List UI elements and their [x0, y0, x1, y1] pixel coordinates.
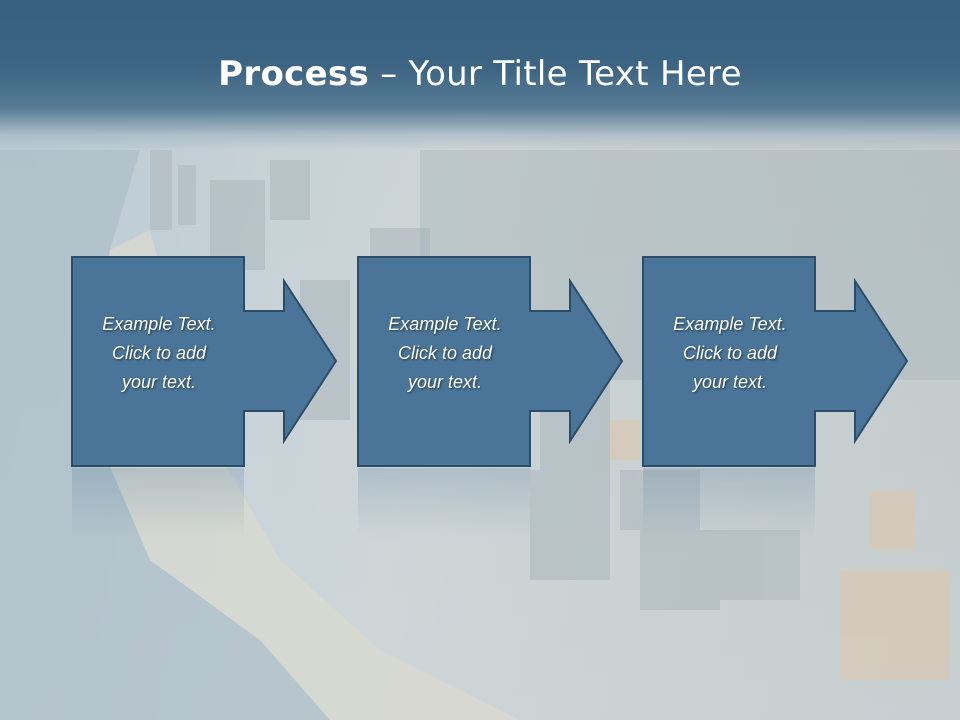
step-text-line2: Click to add [682, 343, 778, 363]
step-text[interactable]: Example Text. Click to add your text. [359, 310, 531, 397]
arrow-shape [642, 256, 909, 467]
step-text-line3: your text. [692, 372, 768, 392]
step-text-line1: Example Text. [102, 314, 216, 334]
process-step-2[interactable]: Example Text. Click to add your text. [357, 256, 647, 538]
step-text[interactable]: Example Text. Click to add your text. [73, 310, 245, 397]
arrow-reflection [643, 468, 815, 538]
step-text-line1: Example Text. [673, 314, 787, 334]
title-rest: – Your Title Text Here [369, 54, 742, 94]
title-bold: Process [218, 54, 370, 94]
process-step-1[interactable]: Example Text. Click to add your text. [71, 256, 361, 538]
arrow-reflection [358, 468, 530, 538]
step-text-line2: Click to add [111, 343, 207, 363]
arrow-reflection [72, 468, 244, 538]
title-bar [0, 0, 960, 150]
arrow-shape [71, 256, 338, 467]
step-text-line3: your text. [407, 372, 483, 392]
step-text-line1: Example Text. [388, 314, 502, 334]
step-text-line2: Click to add [397, 343, 493, 363]
slide-title[interactable]: Process – Your Title Text Here [0, 52, 960, 96]
process-step-3[interactable]: Example Text. Click to add your text. [642, 256, 932, 538]
arrow-shape [357, 256, 624, 467]
step-text[interactable]: Example Text. Click to add your text. [644, 310, 816, 397]
step-text-line3: your text. [121, 372, 197, 392]
